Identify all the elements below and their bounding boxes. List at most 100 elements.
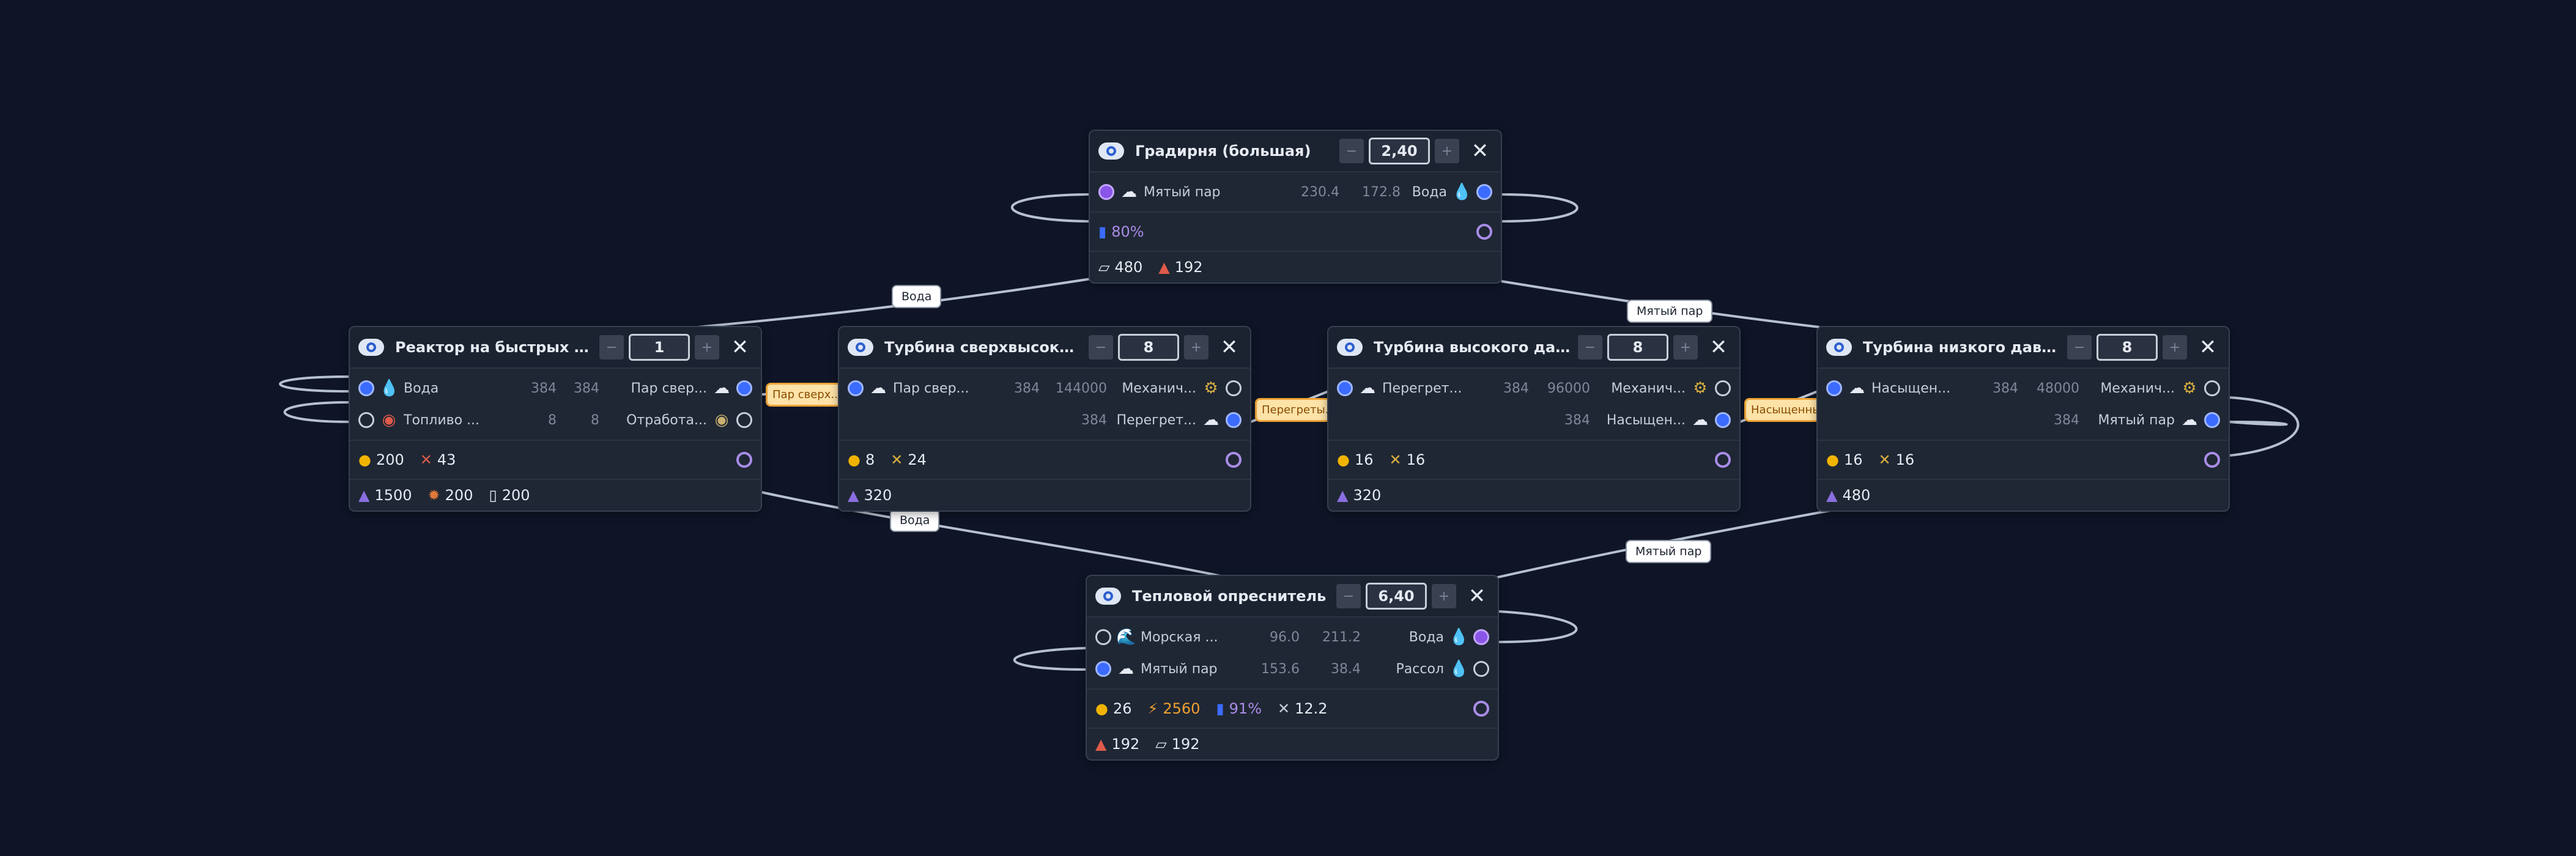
count-input[interactable]: 8 [1607, 334, 1668, 361]
eye-icon[interactable] [848, 339, 873, 356]
output-port[interactable] [736, 380, 752, 396]
edge-label-steam-top[interactable]: Мятый пар [1627, 300, 1713, 323]
decrement-button[interactable]: − [1578, 335, 1602, 360]
input-value: 38.4 [1331, 661, 1361, 677]
close-icon[interactable]: ✕ [1709, 335, 1728, 360]
increment-button[interactable]: + [1435, 139, 1459, 163]
input-port[interactable] [1098, 184, 1114, 200]
input-port[interactable] [358, 380, 374, 396]
input-port[interactable] [1095, 629, 1111, 645]
node-cooling-tower[interactable]: Градирня (большая) − 2,40 + ✕ ☁ Мятый па… [1089, 130, 1502, 284]
output-name: Вода [1408, 629, 1444, 645]
input-port-placeholder [1826, 412, 1842, 428]
eye-icon[interactable] [1095, 588, 1121, 605]
edge-label-water-top[interactable]: Вода [892, 285, 942, 308]
output-port[interactable] [2204, 412, 2220, 428]
workers-icon: ● [1095, 700, 1108, 717]
workforce-value: 1500 [374, 487, 412, 504]
input-port[interactable] [848, 380, 864, 396]
node-turbine-low[interactable]: Турбина низкого давления II − 8 + ✕ ☁ На… [1816, 326, 2230, 512]
close-icon[interactable]: ✕ [731, 335, 749, 360]
output-name: Механич... [1611, 380, 1686, 396]
output-name: Насыщен... [1606, 412, 1686, 428]
count-input[interactable]: 8 [2097, 334, 2158, 361]
output-port[interactable] [1473, 629, 1489, 645]
input-value: 96.0 [1270, 629, 1300, 645]
output-port[interactable] [1715, 412, 1731, 428]
water-icon: 💧 [1449, 628, 1469, 646]
status-ring[interactable] [2204, 452, 2220, 468]
node-turbine-superhigh[interactable]: Турбина сверхвысокого дав... − 8 + ✕ ☁ П… [838, 326, 1251, 512]
brine-icon: 💧 [1449, 660, 1469, 678]
status-ring[interactable] [1715, 452, 1731, 468]
repair-value: 16 [1406, 451, 1426, 468]
output-port[interactable] [1226, 380, 1242, 396]
count-input[interactable]: 8 [1118, 334, 1179, 361]
eye-icon[interactable] [1826, 339, 1852, 356]
edge-label-steam-bottom[interactable]: Мятый пар [1626, 540, 1712, 563]
increment-button[interactable]: + [2163, 335, 2187, 360]
decrement-button[interactable]: − [599, 335, 624, 360]
workforce-value: 480 [1842, 487, 1871, 504]
steam-icon: ☁ [1118, 660, 1134, 678]
output-port[interactable] [1226, 412, 1242, 428]
increment-button[interactable]: + [695, 335, 719, 360]
decrement-button[interactable]: − [1339, 139, 1364, 163]
increment-button[interactable]: + [1184, 335, 1208, 360]
output-port[interactable] [1715, 380, 1731, 396]
repair-value: 43 [437, 451, 456, 468]
workforce-value: 320 [864, 487, 892, 504]
close-icon[interactable]: ✕ [1471, 139, 1489, 163]
power-value: 2560 [1163, 700, 1201, 717]
node-turbine-high[interactable]: Турбина высокого давлени... − 8 + ✕ ☁ Пе… [1327, 326, 1741, 512]
status-ring[interactable] [736, 452, 752, 468]
input-value: 384 [1014, 380, 1040, 396]
input-port[interactable] [358, 412, 374, 428]
workers-icon: ● [1337, 451, 1350, 468]
close-icon[interactable]: ✕ [2199, 335, 2217, 360]
increment-button[interactable]: + [1673, 335, 1698, 360]
radiation-value: 200 [445, 487, 473, 504]
decrement-button[interactable]: − [1336, 584, 1361, 608]
area-value: 192 [1171, 736, 1200, 753]
output-port[interactable] [1473, 661, 1489, 677]
input-value: 384 [2054, 412, 2079, 428]
node-desalinator[interactable]: Тепловой опреснитель − 6,40 + ✕ 🌊 Морска… [1086, 575, 1499, 761]
count-input[interactable]: 6,40 [1366, 583, 1427, 610]
input-name: Топливо ... [404, 412, 480, 428]
efficiency-value: 80% [1111, 223, 1144, 240]
output-port[interactable] [1476, 184, 1492, 200]
eye-icon[interactable] [1098, 142, 1124, 160]
input-port[interactable] [1337, 380, 1353, 396]
eye-icon[interactable] [358, 339, 384, 356]
input-port[interactable] [1826, 380, 1842, 396]
status-ring[interactable] [1476, 224, 1492, 240]
close-icon[interactable]: ✕ [1220, 335, 1238, 360]
edge-label-water-bottom[interactable]: Вода [890, 509, 940, 532]
repair-value: 24 [908, 451, 927, 468]
workers-icon: ● [358, 451, 371, 468]
increment-button[interactable]: + [1432, 584, 1456, 608]
decrement-button[interactable]: − [2067, 335, 2092, 360]
gears-icon: ⚙ [2182, 379, 2197, 397]
maintenance-icon: ▲ [1095, 736, 1107, 753]
count-input[interactable]: 1 [629, 334, 690, 361]
status-ring[interactable] [1473, 701, 1489, 717]
edge-reactor-loop [279, 375, 350, 393]
status-ring[interactable] [1226, 452, 1242, 468]
input-port[interactable] [1095, 661, 1111, 677]
efficiency-icon: ▮ [1098, 223, 1107, 240]
close-icon[interactable]: ✕ [1468, 584, 1486, 608]
eye-icon[interactable] [1337, 339, 1363, 356]
edge-turbine-l-loop [2229, 396, 2300, 457]
workforce-icon: ▲ [1337, 487, 1349, 504]
node-reactor[interactable]: Реактор на быстрых нейтро... − 1 + ✕ 💧 В… [349, 326, 762, 512]
workers-icon: ● [1826, 451, 1839, 468]
decrement-button[interactable]: − [1089, 335, 1113, 360]
count-input[interactable]: 2,40 [1369, 138, 1430, 164]
output-port[interactable] [736, 412, 752, 428]
node-title: Турбина сверхвысокого дав... [884, 339, 1083, 356]
output-port[interactable] [2204, 380, 2220, 396]
input-value: 230.4 [1301, 184, 1339, 200]
edge-tag-superheated[interactable]: Пар сверх... [766, 383, 848, 407]
